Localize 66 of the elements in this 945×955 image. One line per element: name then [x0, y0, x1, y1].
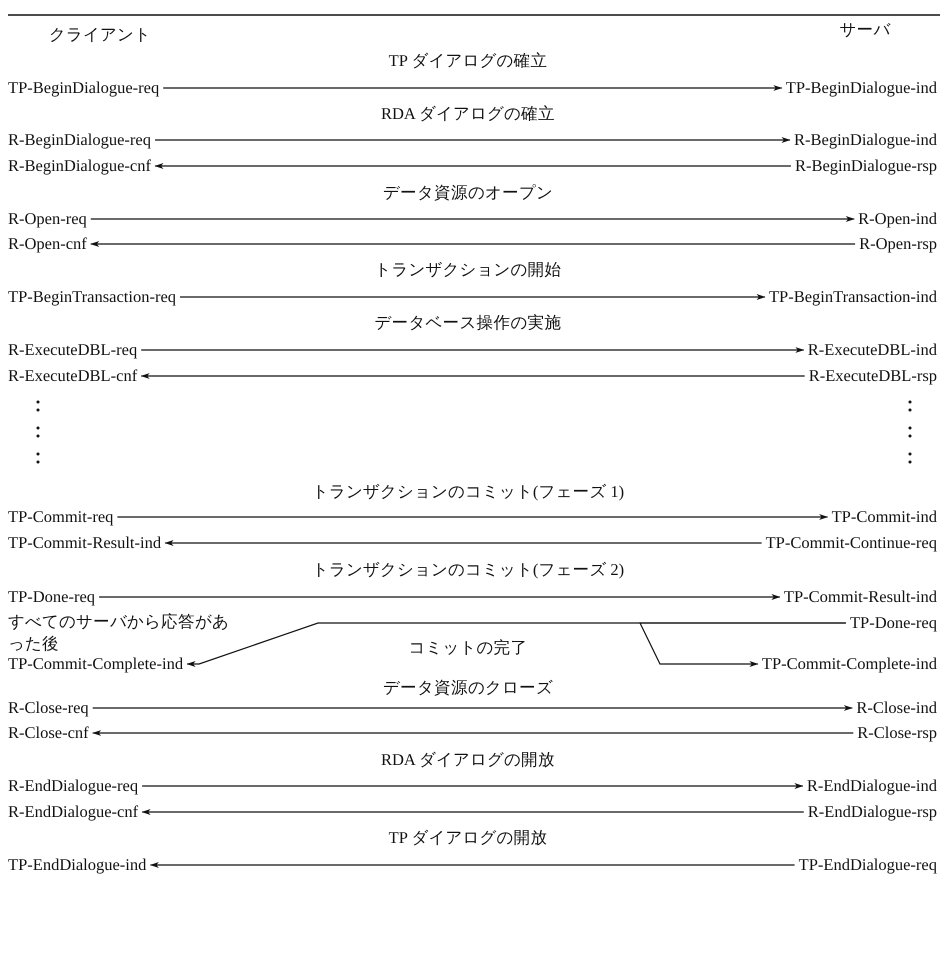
arrow: [92, 730, 854, 736]
section-heading: コミットの完了: [408, 638, 528, 658]
message-label: R-Close-cnf: [4, 723, 93, 743]
message-label: TP-BeginDialogue-req: [4, 78, 164, 98]
section-heading: トランザクションのコミット(フェーズ 2): [312, 560, 624, 580]
arrow: [140, 373, 805, 379]
message-label: TP-EndDialogue-ind: [4, 855, 150, 875]
arrow: [164, 540, 762, 546]
message-label: R-EndDialogue-ind: [802, 776, 941, 796]
message-label: TP-BeginTransaction-ind: [764, 287, 941, 307]
section-heading: データベース操作の実施: [374, 313, 562, 333]
message-label: R-BeginDialogue-rsp: [790, 156, 941, 176]
section-heading: トランザクションの開始: [374, 260, 562, 280]
message-label: TP-Done-req: [846, 613, 941, 633]
column-heading: クライアント: [49, 25, 151, 45]
section-heading: RDA ダイアログの開放: [380, 750, 556, 770]
message-label: R-Close-rsp: [853, 723, 941, 743]
section-heading: RDA ダイアログの確立: [380, 104, 556, 124]
message-label: R-BeginDialogue-ind: [790, 130, 941, 150]
message-label: R-Open-req: [4, 209, 91, 229]
message-label: R-BeginDialogue-req: [4, 130, 155, 150]
message-label: TP-Commit-ind: [828, 507, 941, 527]
section-heading: TP ダイアログの確立: [388, 51, 548, 71]
message-label: TP-EndDialogue-req: [794, 855, 941, 875]
message-label: R-EndDialogue-rsp: [804, 802, 941, 822]
section-heading: トランザクションのコミット(フェーズ 1): [312, 482, 624, 502]
message-label: R-ExecuteDBL-rsp: [804, 366, 941, 386]
arrow: [150, 862, 795, 868]
message-label: TP-BeginTransaction-req: [4, 287, 180, 307]
message-label: R-ExecuteDBL-ind: [804, 340, 941, 360]
section-heading: TP ダイアログの開放: [388, 828, 548, 848]
arrow: [141, 347, 804, 353]
arrow: [142, 783, 804, 789]
arrow: [154, 163, 791, 169]
message-label: TP-Commit-Result-ind: [4, 533, 166, 553]
message-label: TP-Commit-req: [4, 507, 118, 527]
arrow: [155, 137, 790, 143]
message-label: R-Open-rsp: [855, 234, 941, 254]
arrow: [92, 705, 853, 711]
message-label: R-Open-ind: [854, 209, 941, 229]
message-label: R-ExecuteDBL-cnf: [4, 366, 142, 386]
arrow: [639, 622, 846, 667]
arrow: [99, 594, 780, 600]
arrow: [180, 294, 766, 300]
message-label: R-EndDialogue-cnf: [4, 802, 142, 822]
message-label: TP-Commit-Continue-req: [762, 533, 941, 553]
message-label: R-ExecuteDBL-req: [4, 340, 142, 360]
message-label: R-EndDialogue-req: [4, 776, 142, 796]
column-heading: サーバ: [840, 20, 890, 40]
arrow: [163, 85, 782, 91]
message-label: R-BeginDialogue-cnf: [4, 156, 155, 176]
section-heading: データ資源のオープン: [383, 183, 553, 203]
arrow: [90, 216, 855, 222]
section-heading: データ資源のクローズ: [383, 678, 553, 698]
message-label: TP-Commit-Result-ind: [780, 587, 941, 607]
arrow: [142, 809, 804, 815]
message-label: R-Close-ind: [852, 698, 941, 718]
message-label: TP-Commit-Complete-ind: [4, 654, 188, 674]
message-label: R-Open-cnf: [4, 234, 91, 254]
arrow: [117, 514, 828, 520]
message-label: TP-BeginDialogue-ind: [782, 78, 941, 98]
message-label: TP-Commit-Complete-ind: [758, 654, 941, 674]
message-label: R-Close-req: [4, 698, 93, 718]
arrow: [90, 241, 856, 247]
note-text: すべてのサーバから応答があった後: [8, 611, 230, 655]
message-label: TP-Done-req: [4, 587, 100, 607]
